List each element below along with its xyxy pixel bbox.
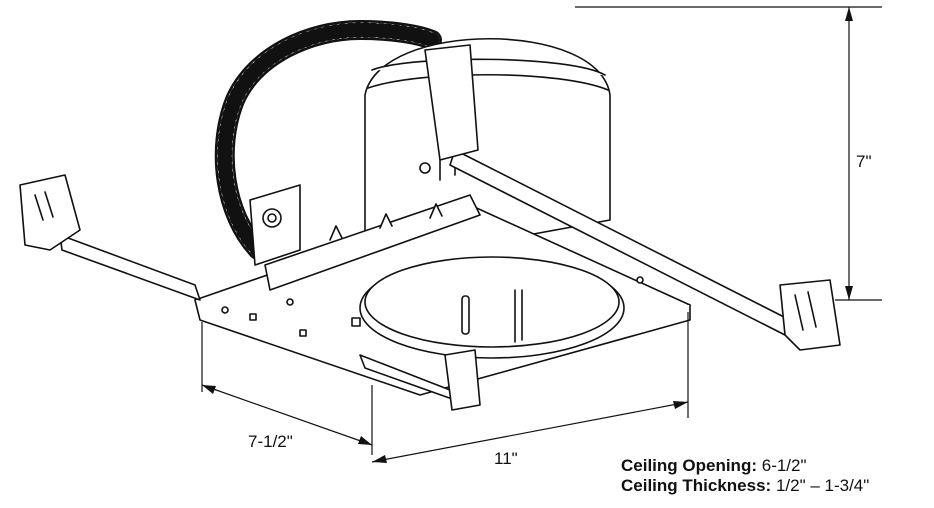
ceiling-opening-label: Ceiling Opening: xyxy=(621,456,757,475)
bar-hanger-right xyxy=(424,44,841,351)
bar-hanger-left xyxy=(19,174,201,301)
width-label: 11" xyxy=(494,449,518,468)
height-label: 7" xyxy=(856,152,872,171)
ceiling-thickness-label: Ceiling Thickness: xyxy=(621,476,772,495)
flex-conduit xyxy=(214,20,442,260)
ceiling-thickness-line: Ceiling Thickness: 1/2" – 1-3/4" xyxy=(621,476,869,496)
spec-block: Ceiling Opening: 6-1/2" Ceiling Thicknes… xyxy=(621,456,869,496)
dimension-depth xyxy=(201,322,373,455)
depth-label: 7-1/2" xyxy=(248,432,293,451)
ceiling-thickness-value: 1/2" – 1-3/4" xyxy=(775,476,870,495)
dimension-width xyxy=(371,312,689,463)
aperture-ring xyxy=(359,256,625,359)
dimension-height xyxy=(575,6,882,301)
bar-hanger-front xyxy=(359,349,481,411)
ceiling-opening-line: Ceiling Opening: 6-1/2" xyxy=(621,456,869,476)
ceiling-opening-value: 6-1/2" xyxy=(761,456,807,475)
